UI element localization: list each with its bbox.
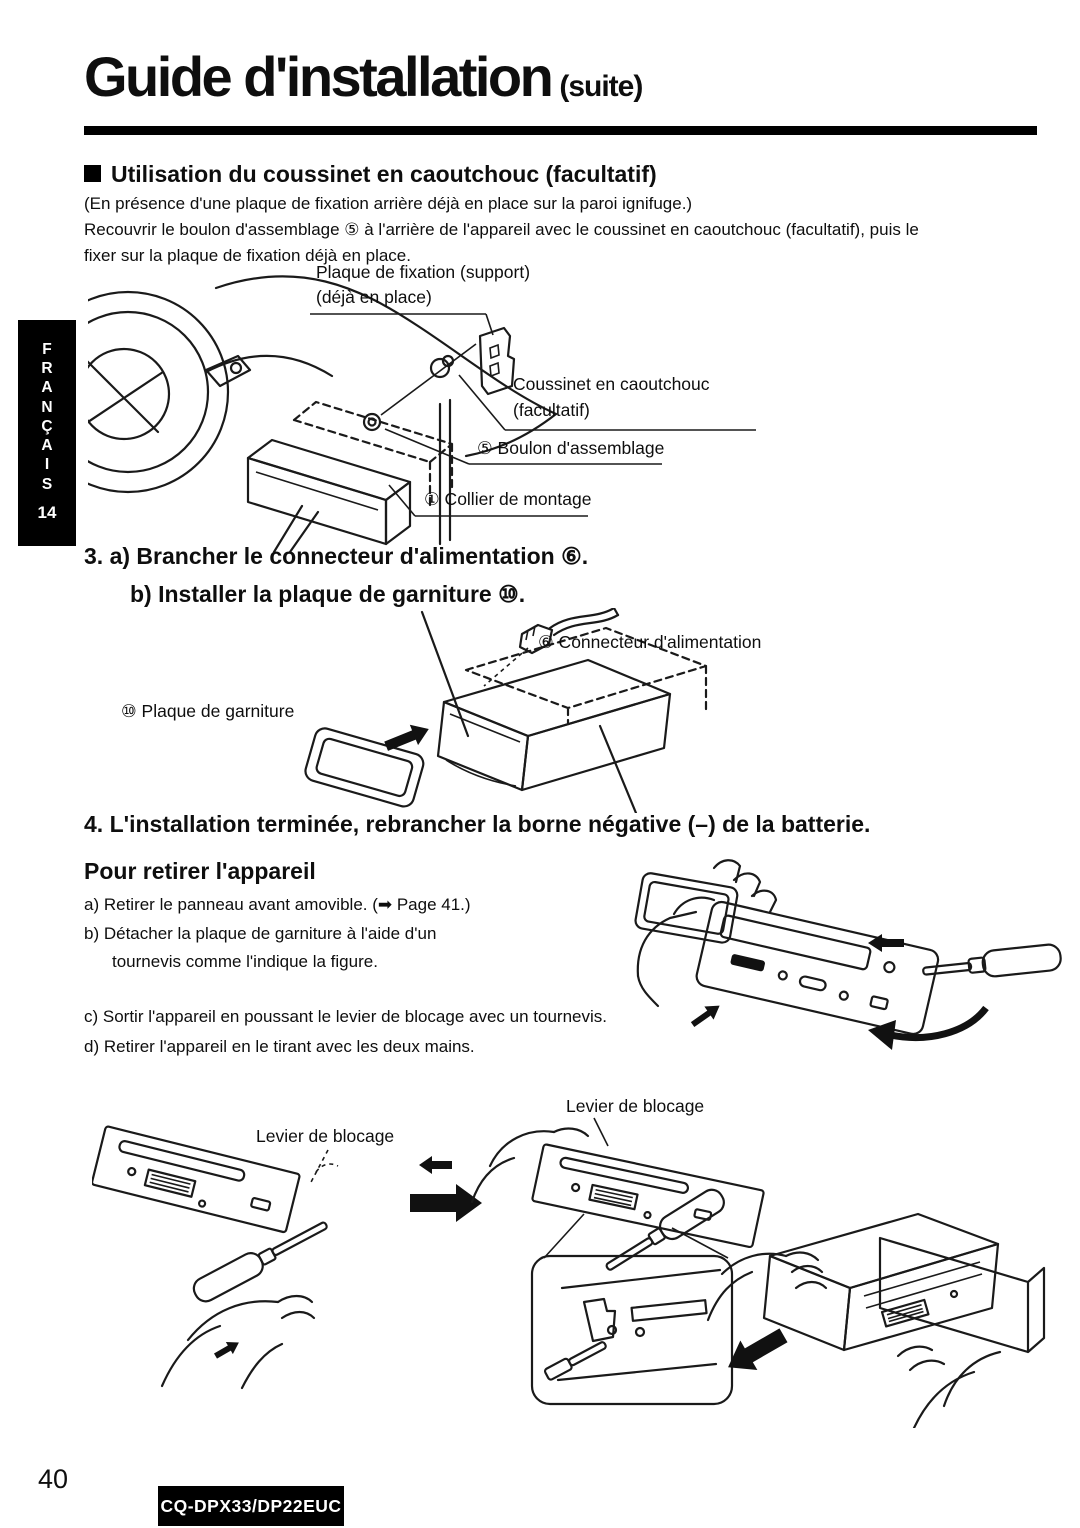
figure-cushion-art bbox=[88, 275, 756, 552]
language-tab-page-ref: 14 bbox=[37, 502, 57, 522]
figure-install-art bbox=[304, 608, 708, 813]
cushion-paragraph-line-2: Recouvrir le boulon d'assemblage ⑤ à l'a… bbox=[84, 220, 919, 239]
cushion-paragraph-line-1: (En présence d'une plaque de fixation ar… bbox=[84, 194, 693, 213]
section-bullet-square-icon bbox=[84, 165, 101, 182]
footer-page-number: 40 bbox=[38, 1464, 69, 1494]
removal-item-d: d) Retirer l'appareil en le tirant avec … bbox=[84, 1037, 475, 1056]
label-lock-lever-right: Levier de blocage bbox=[566, 1096, 705, 1116]
label-assembly-bolt: ⑤ Boulon d'assemblage bbox=[477, 438, 665, 458]
language-tab: F R A N Ç A I S 14 bbox=[18, 320, 76, 546]
step-4: 4. L'installation terminée, rebrancher l… bbox=[84, 811, 871, 837]
label-trim-plate: ⑩ Plaque de garniture bbox=[121, 701, 295, 721]
step-3a: 3. a) Brancher le connecteur d'alimentat… bbox=[84, 543, 589, 569]
footer-model-badge: CQ-DPX33/DP22EUC bbox=[158, 1486, 344, 1526]
title-suffix: (suite) bbox=[559, 70, 643, 103]
label-cushion-line1: Coussinet en caoutchouc bbox=[513, 374, 710, 394]
label-bracket-line1: Plaque de fixation (support) bbox=[316, 262, 531, 282]
step-3b: b) Installer la plaque de garniture ⑩. bbox=[130, 581, 526, 607]
label-cushion-line2: (facultatif) bbox=[513, 400, 590, 420]
section-cushion-heading-text: Utilisation du coussinet en caoutchouc (… bbox=[111, 161, 657, 187]
label-bracket-line2: (déjà en place) bbox=[316, 287, 432, 307]
page-title: Guide d'installation(suite) bbox=[84, 44, 643, 109]
removal-item-a: a) Retirer le panneau avant amovible. (➡… bbox=[84, 895, 471, 914]
removal-item-c: c) Sortir l'appareil en poussant le levi… bbox=[84, 1007, 607, 1026]
language-tab-text: F R A N Ç A I S bbox=[41, 341, 53, 493]
section-cushion-heading: Utilisation du coussinet en caoutchouc (… bbox=[84, 161, 657, 188]
figure-removal-art bbox=[92, 1117, 1046, 1428]
label-mounting-collar: ① Collier de montage bbox=[424, 489, 592, 509]
figure-detach-art bbox=[634, 859, 1062, 1050]
label-lock-lever-left: Levier de blocage bbox=[256, 1126, 395, 1146]
removal-item-b-line1: b) Détacher la plaque de garniture à l'a… bbox=[84, 924, 437, 943]
title-rule bbox=[84, 126, 1037, 135]
label-power-connector: ⑥ Connecteur d'alimentation bbox=[538, 632, 762, 652]
cushion-paragraph-line-3: fixer sur la plaque de fixation déjà en … bbox=[84, 246, 411, 265]
removal-heading: Pour retirer l'appareil bbox=[84, 858, 316, 884]
removal-item-b-line2: tournevis comme l'indique la figure. bbox=[112, 952, 378, 971]
title-main: Guide d'installation bbox=[84, 45, 554, 108]
